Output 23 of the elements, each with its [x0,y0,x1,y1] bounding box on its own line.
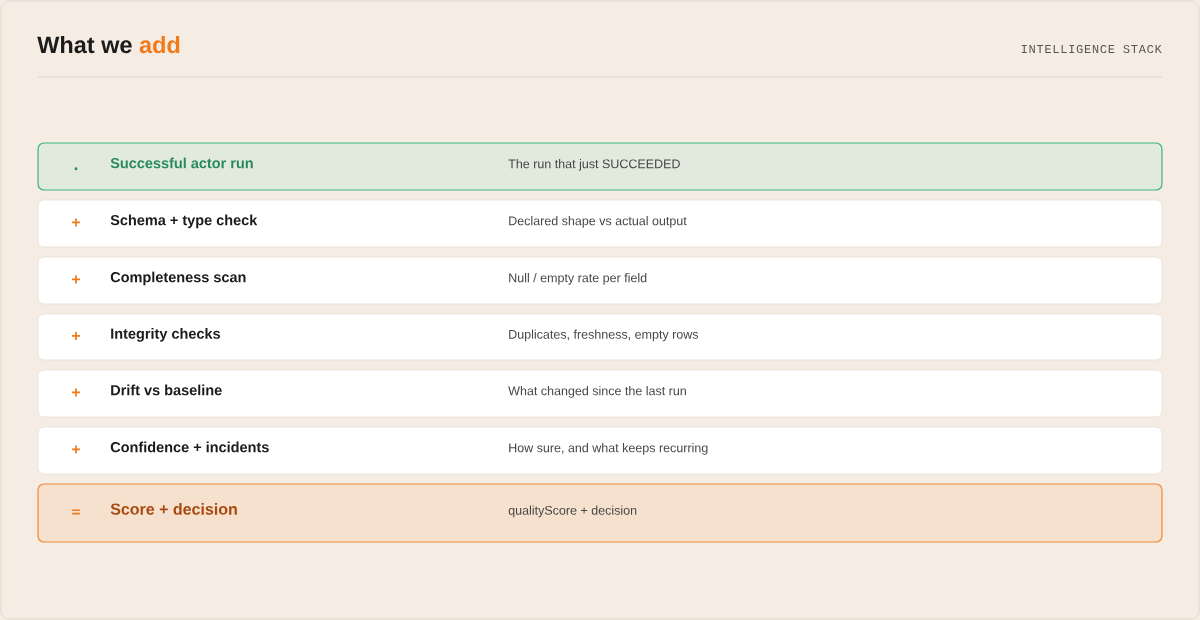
row-symbol: + [72,218,81,227]
row-symbol: + [72,388,81,397]
section-tag: INTELLIGENCE STACK [1021,44,1162,54]
row-description: What changed since the last run [508,386,686,398]
row-heading: Completeness scan [110,271,246,286]
row-description: Null / empty rate per field [509,273,647,285]
row-symbol: = [72,509,80,515]
title: What we add [37,35,180,54]
row-description: Duplicates, freshness, empty rows [509,329,699,342]
row-symbol: . [74,167,78,171]
row-heading: Successful actor run [110,157,253,169]
row-description: Declared shape vs actual output [509,216,687,228]
row-description: qualityScore + decision [508,505,637,518]
row-heading: Integrity checks [111,328,220,342]
row-description: How sure, and what keeps recurring [509,443,708,455]
row-heading: Confidence + incidents [110,441,269,453]
row-symbol: + [72,275,81,284]
row-heading: Score + decision [110,503,237,515]
row-heading: Drift vs baseline [111,384,222,396]
row-symbol: + [72,331,81,340]
row-heading: Schema + type check [110,214,258,229]
row-description: The run that just SUCCEEDED [508,159,680,171]
row-symbol: + [72,445,81,454]
